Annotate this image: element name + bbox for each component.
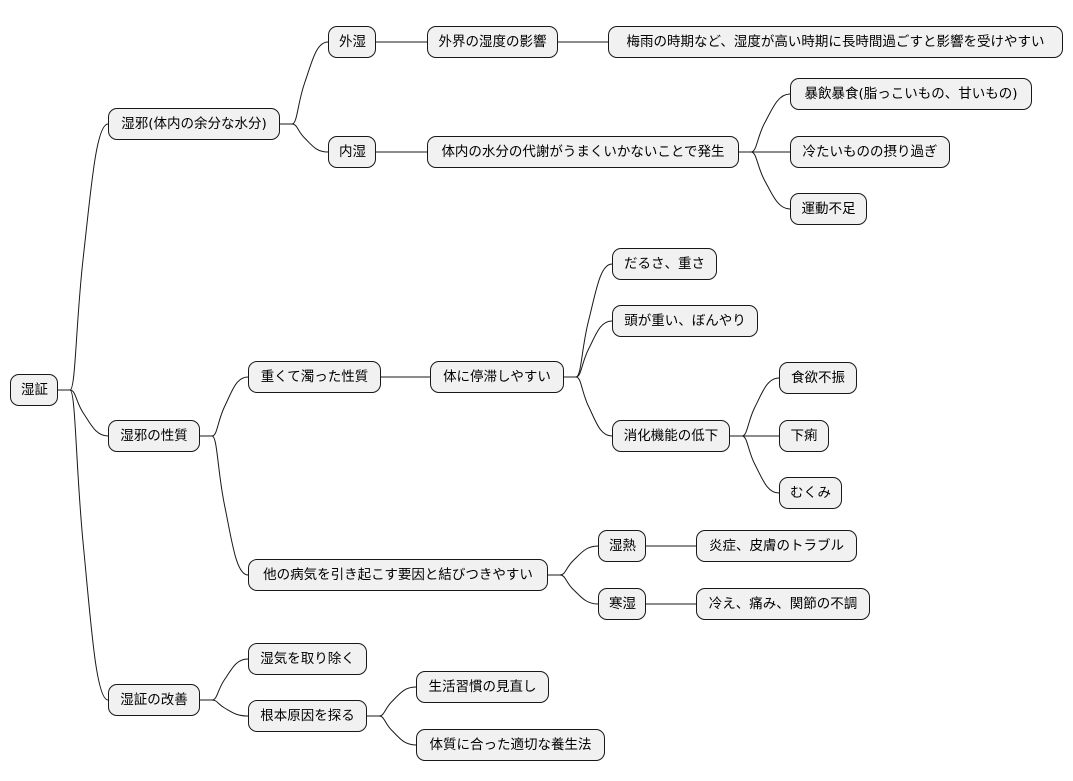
node-suitable-regimen[interactable]: 体質に合った適切な養生法 [416,729,605,761]
node-lifestyle-review[interactable]: 生活習慣の見直し [416,671,549,703]
node-overeating[interactable]: 暴飲暴食(脂っこいもの、甘いもの) [790,78,1032,110]
root-node[interactable]: 湿証 [10,374,58,406]
connector-n-b2c0 [200,658,249,701]
node-digestion-decline[interactable]: 消化機能の低下 [612,420,730,452]
node-find-root-cause[interactable]: 根本原因を探る [248,700,367,732]
branch-node-dampness-evil[interactable]: 湿邪(体内の余分な水分) [108,108,280,140]
connector-n-b1c0c0c1 [564,320,613,378]
connector-n-b1c1 [200,435,249,576]
node-internal-dampness[interactable]: 内湿 [328,136,376,168]
node-remove-dampness[interactable]: 湿気を取り除く [248,643,367,675]
node-heavy-turbid[interactable]: 重くて濁った性質 [248,361,381,393]
connector-n-b1c0c0c0 [564,263,613,378]
connector-n-b1c0 [200,376,249,437]
connector-n-b0 [58,123,109,391]
node-combines-with-other-causes[interactable]: 他の病気を引き起こす要因と結びつきやすい [248,559,548,591]
node-diarrhea[interactable]: 下痢 [779,420,829,452]
node-external-humidity[interactable]: 外界の湿度の影響 [427,26,558,58]
connector-n-b2c1c0 [367,686,417,717]
node-external-dampness[interactable]: 外湿 [328,26,376,58]
branch-node-dampness-nature[interactable]: 湿邪の性質 [108,420,200,452]
node-cold-food[interactable]: 冷たいものの摂り過ぎ [790,136,950,168]
connector-n-b0c0 [280,41,329,125]
node-heaviness[interactable]: だるさ、重さ [612,248,717,280]
connector-n-b2 [58,389,109,701]
connector-n-b1c0c0c2c0 [730,377,780,437]
branch-node-improvement[interactable]: 湿証の改善 [108,684,200,716]
node-cold-pain-joints[interactable]: 冷え、痛み、関節の不調 [696,588,870,620]
node-metabolism-failure[interactable]: 体内の水分の代謝がうまくいかないことで発生 [427,136,739,168]
node-lack-of-exercise[interactable]: 運動不足 [790,193,867,225]
connector-n-b1c0c0c2c2 [730,435,780,494]
connector-n-b0c1c0c0 [739,93,791,153]
node-damp-heat[interactable]: 湿熱 [598,530,646,562]
connector-n-b1c1c0 [548,545,599,576]
connector-n-b1c0c0c2 [564,376,613,437]
node-inflammation-skin[interactable]: 炎症、皮膚のトラブル [696,530,857,562]
connector-n-b2c1 [200,699,249,717]
node-rainy-season[interactable]: 梅雨の時期など、湿度が高い時期に長時間過ごすと影響を受けやすい [608,26,1063,58]
node-heavy-head[interactable]: 頭が重い、ぼんやり [612,305,758,337]
node-poor-appetite[interactable]: 食欲不振 [779,362,857,394]
node-stagnation[interactable]: 体に停滞しやすい [430,361,564,393]
node-cold-damp[interactable]: 寒湿 [598,588,646,620]
connector-n-b0c1c0c2 [739,151,791,210]
connector-n-b1c1c1 [548,574,599,605]
connector-n-b0c1 [280,123,329,153]
connector-n-b2c1c1 [367,715,417,746]
connector-n-b1 [58,389,109,437]
node-swelling[interactable]: むくみ [779,477,842,509]
